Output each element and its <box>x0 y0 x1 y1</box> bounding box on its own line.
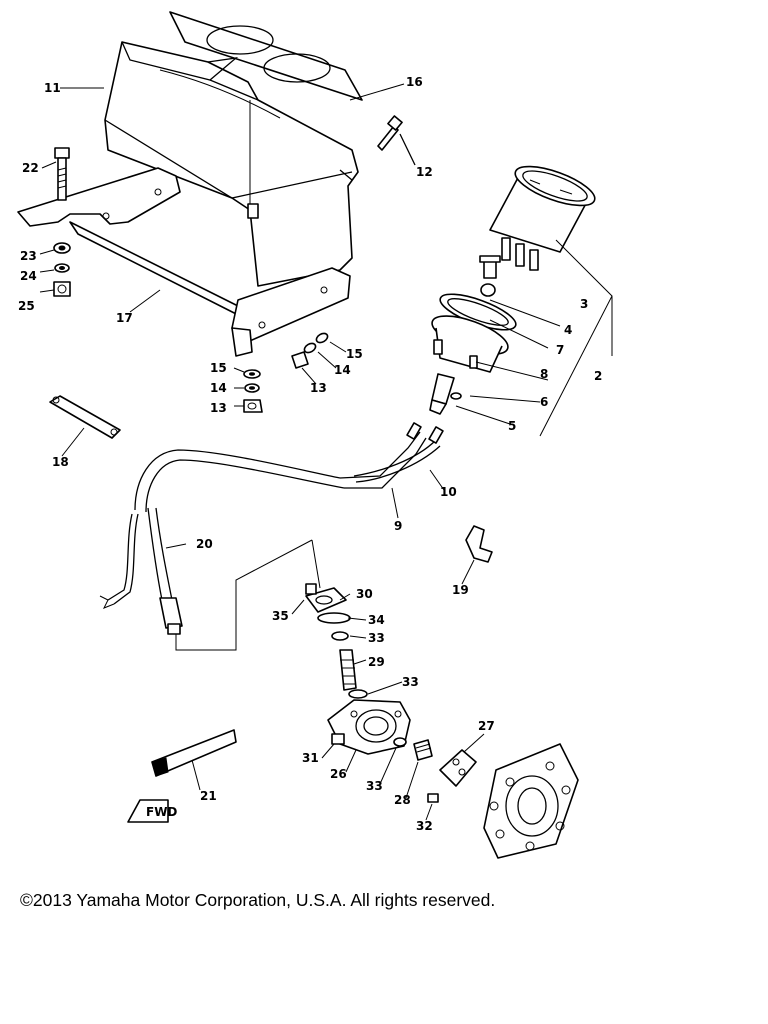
part-label: 23 <box>20 249 37 263</box>
part-label: 20 <box>196 537 213 551</box>
washer-33-top <box>331 631 349 641</box>
washer-33-low <box>393 737 407 747</box>
brake-hub <box>483 743 579 859</box>
clip-18 <box>49 395 121 439</box>
part-label: 25 <box>18 299 35 313</box>
cable-20 <box>99 507 183 635</box>
part-label: 10 <box>440 485 457 499</box>
part-label: 8 <box>540 367 548 381</box>
part-label: 33 <box>368 631 385 645</box>
part-label: 6 <box>540 395 548 409</box>
clip-19 <box>465 525 493 563</box>
cable-10 <box>353 422 444 483</box>
washer-34 <box>317 612 351 624</box>
meter-bracket <box>17 167 351 357</box>
meter-gasket <box>169 11 363 101</box>
meter-case-8 <box>429 315 509 415</box>
screw-32 <box>427 793 439 803</box>
part-label: 27 <box>478 719 495 733</box>
part-labels: 2 3 4 5 6 7 8 9 10 11 12 13 13 14 14 15 … <box>18 75 602 833</box>
bulb-4 <box>480 283 496 297</box>
gear-29 <box>339 649 357 691</box>
part-label: 29 <box>368 655 385 669</box>
part-label: 22 <box>22 161 39 175</box>
meter-cover <box>104 41 359 287</box>
washer-6 <box>450 392 462 400</box>
part-label: 3 <box>580 297 588 311</box>
part-label: 14 <box>210 381 227 395</box>
parts-diagram: FWD <box>17 11 613 859</box>
part-label: 17 <box>116 311 133 325</box>
part-label: 31 <box>302 751 319 765</box>
screw-35 <box>305 583 317 595</box>
part-label: 14 <box>334 363 351 377</box>
part-label: 30 <box>356 587 373 601</box>
leader-box <box>175 539 321 651</box>
bolt-22 <box>54 147 70 201</box>
spring-washer-24 <box>54 263 70 273</box>
washer-15-right <box>315 332 329 344</box>
part-label: 13 <box>310 381 327 395</box>
leader-lines <box>39 83 485 821</box>
part-label: 35 <box>272 609 289 623</box>
nut-13-left <box>243 399 263 413</box>
gear-28 <box>413 739 433 761</box>
washer-23 <box>53 242 71 254</box>
part-label: 13 <box>210 401 227 415</box>
nut-25 <box>53 281 71 297</box>
gear-box-26 <box>327 699 411 755</box>
bulb-socket-3 <box>479 255 501 279</box>
part-label: 26 <box>330 767 347 781</box>
bracket-lines-2 <box>455 239 613 437</box>
speedometer-cable-9 <box>134 431 427 513</box>
speedometer <box>489 165 596 271</box>
copyright-notice: ©2013 Yamaha Motor Corporation, U.S.A. A… <box>20 890 496 910</box>
part-label: 15 <box>346 347 363 361</box>
part-label: 33 <box>402 675 419 689</box>
part-label: 4 <box>564 323 572 337</box>
screw-31 <box>331 733 345 745</box>
washer-14-left <box>244 383 260 393</box>
part-label: 12 <box>416 165 433 179</box>
part-label: 19 <box>452 583 469 597</box>
part-label: 5 <box>508 419 516 433</box>
meter-ring-7 <box>439 293 517 331</box>
part-label: 34 <box>368 613 385 627</box>
part-label: 18 <box>52 455 69 469</box>
part-label: 33 <box>366 779 383 793</box>
washer-15-left <box>243 369 261 379</box>
part-label: 28 <box>394 793 411 807</box>
fwd-stamp-text: FWD <box>146 805 177 819</box>
part-label: 24 <box>20 269 37 283</box>
part-label: 32 <box>416 819 433 833</box>
screw-12 <box>377 115 416 166</box>
part-label: 15 <box>210 361 227 375</box>
washer-33-mid <box>348 689 368 699</box>
part-label: 2 <box>594 369 602 383</box>
nut-13-right <box>291 351 309 369</box>
part-label: 16 <box>406 75 423 89</box>
part-label: 9 <box>394 519 402 533</box>
part-label: 7 <box>556 343 564 357</box>
part-label: 11 <box>44 81 61 95</box>
part-label: 21 <box>200 789 217 803</box>
gear-plate-27 <box>439 749 477 787</box>
fwd-stamp: FWD <box>127 799 177 823</box>
band-21 <box>151 729 237 777</box>
washer-14-right <box>303 342 317 354</box>
